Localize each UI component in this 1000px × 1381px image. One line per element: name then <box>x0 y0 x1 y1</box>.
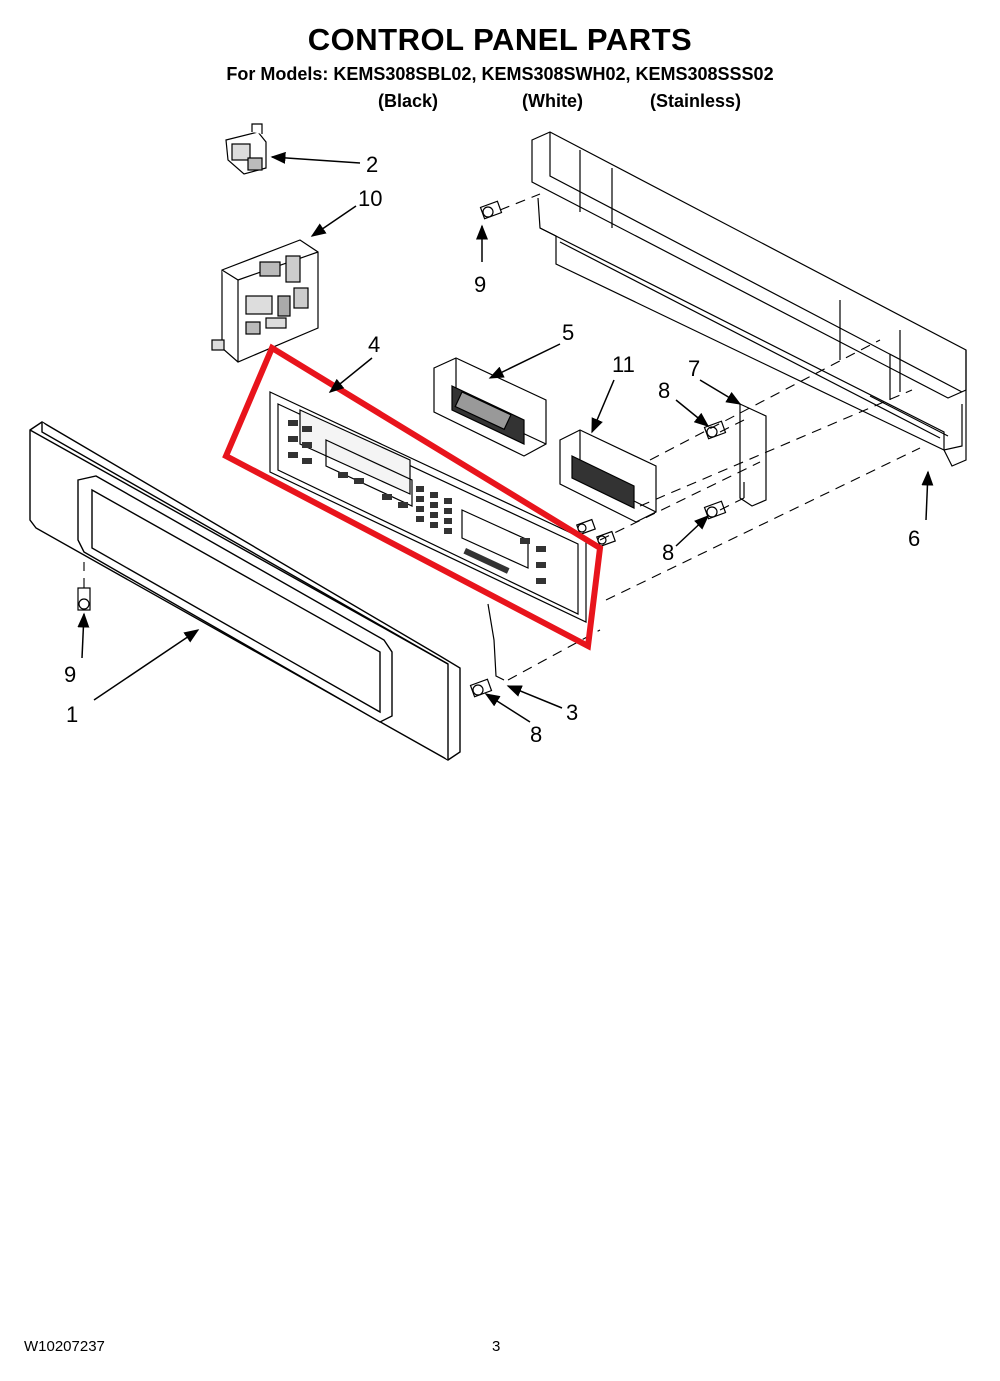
document-number: W10207237 <box>24 1338 105 1355</box>
callout-10: 10 <box>358 186 382 211</box>
part-2-switch <box>225 123 267 175</box>
screw-9-left <box>77 587 91 611</box>
callout-7: 7 <box>688 356 700 381</box>
callout-8-lower: 8 <box>530 722 542 747</box>
screw-8-right-upper <box>703 420 727 440</box>
callout-9-lower: 9 <box>64 662 76 687</box>
callout-4: 4 <box>368 332 380 357</box>
screw-8-lower <box>469 678 493 698</box>
callout-2: 2 <box>366 152 378 177</box>
variant-white: (White) <box>522 91 583 111</box>
callout-11: 11 <box>612 352 635 377</box>
callout-5: 5 <box>562 320 574 345</box>
wire-harness <box>487 603 505 681</box>
leader-arrows <box>77 151 934 723</box>
part-6-rear-bracket <box>531 131 967 467</box>
part-4-control-overlay <box>269 391 587 623</box>
screw-mid-right <box>596 530 616 548</box>
part-5-display-board <box>433 357 547 457</box>
part-7-bracket <box>739 403 767 507</box>
variant-stainless: (Stainless) <box>650 91 742 111</box>
page-number: 3 <box>492 1338 501 1355</box>
callout-6: 6 <box>908 526 920 551</box>
screw-8-right-lower <box>703 500 727 520</box>
callout-8-upper: 8 <box>658 378 670 403</box>
alignment-lines <box>83 193 921 681</box>
callout-9-upper: 9 <box>474 272 486 297</box>
page-title: CONTROL PANEL PARTS <box>307 22 693 57</box>
screw-9-upper <box>479 200 503 220</box>
variant-black: (Black) <box>378 91 439 111</box>
part-1-console <box>29 421 461 761</box>
part-10-control-board <box>211 239 319 363</box>
callout-1: 1 <box>66 702 78 727</box>
part-11-display-board <box>559 429 657 523</box>
screws <box>77 200 727 698</box>
highlight-box <box>222 343 604 651</box>
screw-mid-left <box>576 518 596 536</box>
models-line: For Models: KEMS308SBL02, KEMS308SWH02, … <box>226 64 774 84</box>
callout-8-middle: 8 <box>662 540 674 565</box>
callout-3: 3 <box>566 700 578 725</box>
